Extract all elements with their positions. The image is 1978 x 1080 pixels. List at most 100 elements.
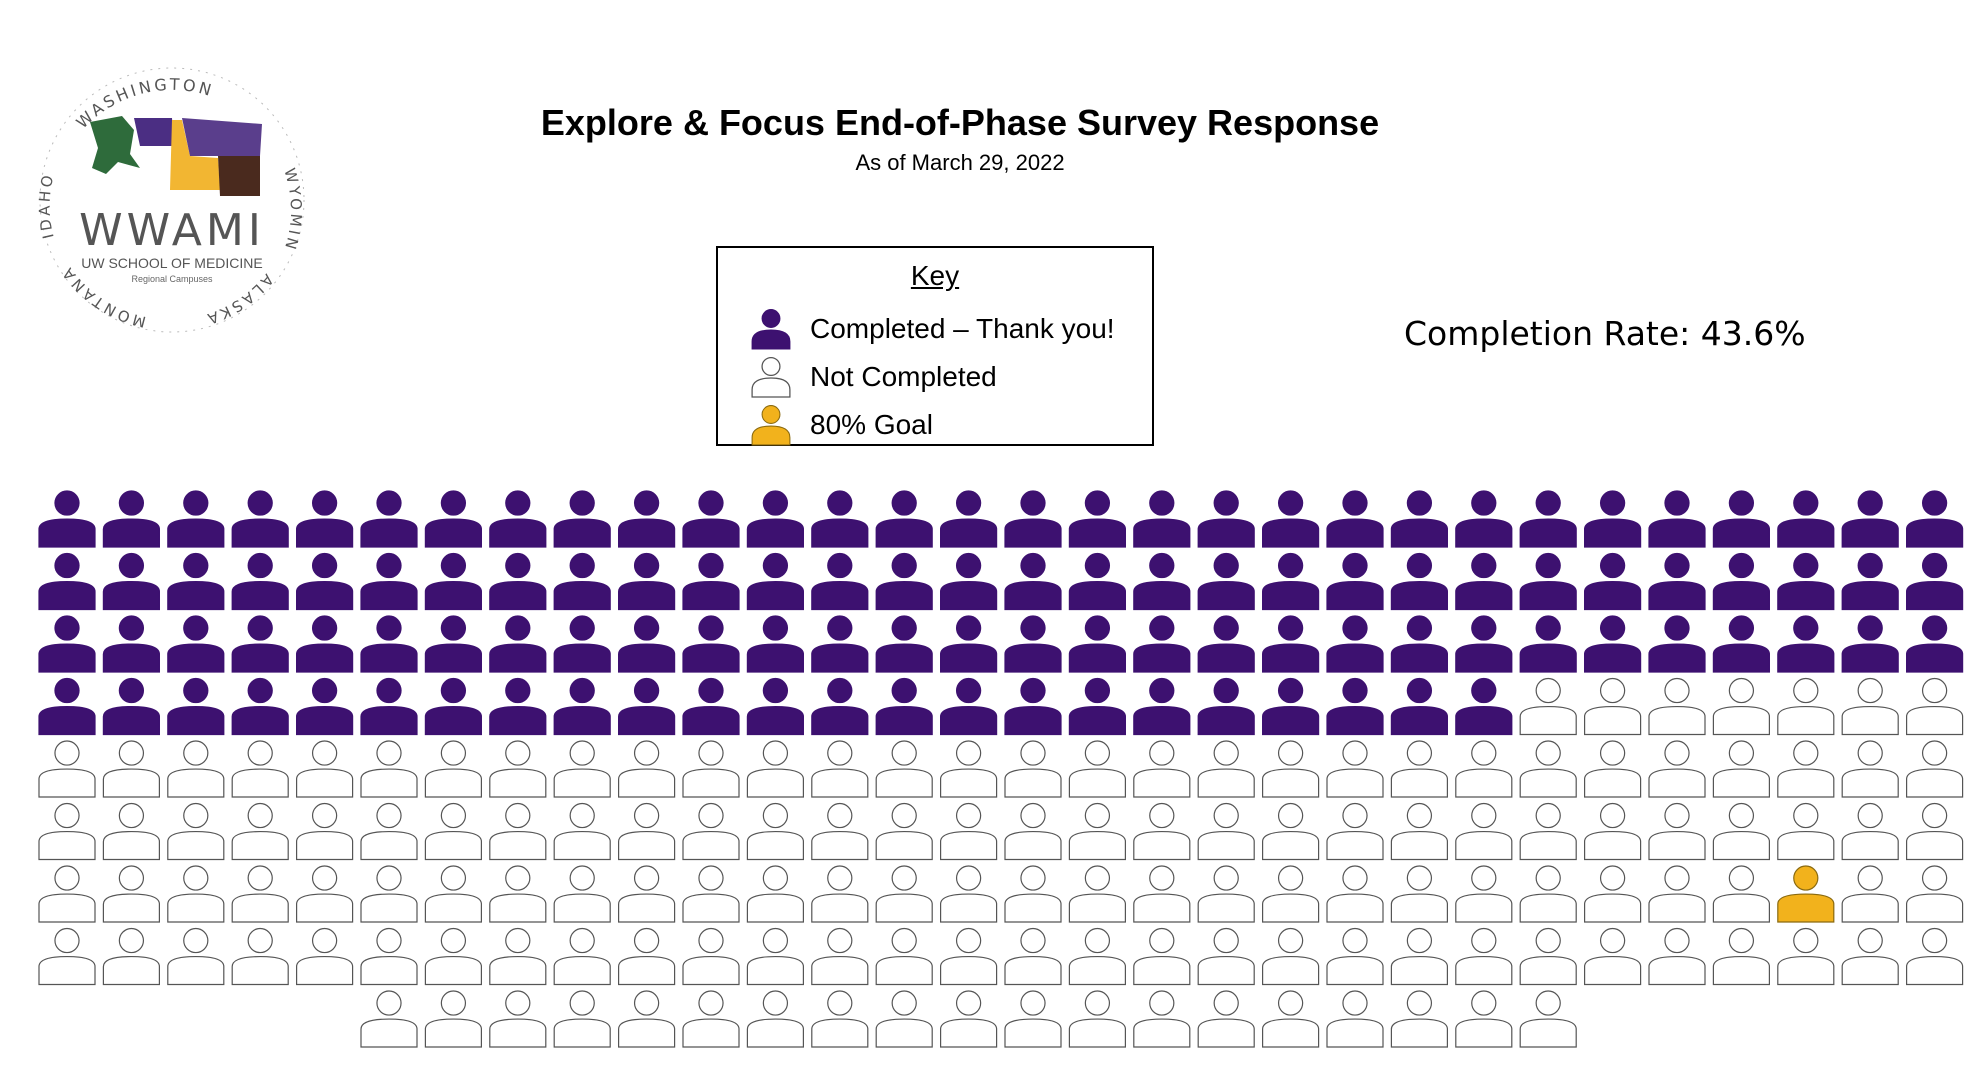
person-body: [489, 955, 547, 986]
person-icon-completed: [1906, 490, 1964, 548]
person-body: [1133, 1018, 1191, 1048]
person-head: [1084, 927, 1111, 954]
person-body: [1068, 580, 1126, 611]
person-head: [569, 740, 595, 766]
person-head: [54, 615, 80, 641]
person-icon-completed: [102, 677, 160, 736]
person-body: [1390, 830, 1448, 861]
person-body: [1133, 768, 1191, 798]
person-icon-completed: [1584, 615, 1642, 673]
person-body: [940, 643, 998, 673]
person-body: [1133, 643, 1191, 673]
person-icon-completed: [167, 552, 225, 611]
person-body: [102, 893, 160, 923]
person-head: [569, 490, 595, 516]
person-head: [827, 990, 853, 1016]
person-head: [247, 677, 273, 704]
person-icon-not-completed: [167, 865, 225, 923]
person-body: [940, 1018, 998, 1048]
person-body: [618, 518, 676, 548]
person-head: [1149, 802, 1175, 829]
person-head: [376, 927, 402, 954]
person-head: [1277, 615, 1304, 641]
person-icon-not-completed: [1197, 927, 1255, 986]
person-icon-completed: [682, 490, 740, 548]
person-head: [698, 677, 724, 704]
person-icon-not-completed: [811, 927, 869, 986]
person-icon-not-completed: [1133, 865, 1191, 923]
person-body: [1906, 705, 1964, 736]
person-head: [1664, 552, 1690, 579]
person-icon-not-completed: [424, 802, 482, 861]
person-head: [955, 615, 982, 641]
person-icon-completed: [1906, 552, 1964, 611]
person-body: [1068, 830, 1126, 861]
person-icon-not-completed: [940, 740, 998, 798]
person-body: [1584, 893, 1642, 923]
person-body: [102, 518, 160, 548]
person-icon-not-completed: [1004, 802, 1062, 861]
person-icon-not-completed: [231, 927, 289, 986]
wwami-logo: WASHINGTON WYOMING ALASKA MONTANA IDAHO …: [22, 50, 305, 333]
person-body: [1777, 705, 1835, 736]
person-body: [38, 955, 96, 986]
person-icon-completed: [618, 677, 676, 736]
person-icon-not-completed: [1262, 927, 1320, 986]
person-body: [360, 518, 418, 548]
person-body: [682, 518, 740, 548]
person-head: [1728, 552, 1755, 579]
person-icon-not-completed: [489, 927, 547, 986]
person-icon-not-completed: [940, 802, 998, 861]
person-icon-not-completed: [1455, 990, 1513, 1048]
person-icon-not-completed: [167, 740, 225, 798]
person-head: [1535, 490, 1561, 516]
person-icon-not-completed: [1390, 927, 1448, 986]
person-icon-not-completed: [1519, 927, 1577, 986]
person-body: [1004, 705, 1062, 736]
person-body: [1841, 580, 1899, 611]
person-body: [1841, 643, 1899, 673]
logo-school: UW SCHOOL OF MEDICINE: [81, 255, 263, 271]
person-icon-not-completed: [811, 865, 869, 923]
person-head: [1277, 990, 1304, 1016]
person-body: [1197, 1018, 1255, 1048]
person-body: [489, 893, 547, 923]
person-head: [698, 552, 724, 579]
person-head: [827, 615, 853, 641]
person-body: [1390, 580, 1448, 611]
person-body: [1841, 893, 1899, 923]
person-body: [38, 705, 96, 736]
person-head: [1471, 740, 1497, 766]
person-body: [811, 705, 869, 736]
person-body: [167, 518, 225, 548]
person-icon-not-completed: [1455, 802, 1513, 861]
person-icon-completed: [38, 490, 96, 548]
person-head: [633, 927, 660, 954]
person-body: [1519, 893, 1577, 923]
person-body: [1841, 768, 1899, 798]
person-icon-completed: [751, 309, 791, 350]
person-icon-completed: [1262, 552, 1320, 611]
person-icon-completed: [1390, 490, 1448, 548]
person-icon-not-completed: [1648, 740, 1706, 798]
person-icon-not-completed: [875, 740, 933, 798]
person-icon-not-completed: [1584, 740, 1642, 798]
person-body: [424, 580, 482, 611]
person-icon-not-completed: [682, 802, 740, 861]
legend-item-goal: 80% Goal: [750, 404, 933, 446]
legend-label-completed: Completed – Thank you!: [810, 313, 1115, 344]
person-head: [1213, 990, 1239, 1016]
person-head: [698, 615, 724, 641]
person-icon-completed: [360, 615, 418, 673]
person-head: [762, 802, 789, 829]
person-body: [1390, 768, 1448, 798]
legend-box: Key Completed – Thank you! Not Completed…: [716, 246, 1154, 446]
person-head: [440, 740, 467, 766]
person-icon-not-completed: [1197, 990, 1255, 1048]
person-head: [1599, 802, 1626, 829]
person-icon-not-completed: [811, 740, 869, 798]
person-icon-not-completed: [1777, 802, 1835, 861]
person-icon-not-completed: [1326, 990, 1384, 1048]
person-head: [1471, 490, 1497, 516]
person-body: [167, 830, 225, 861]
